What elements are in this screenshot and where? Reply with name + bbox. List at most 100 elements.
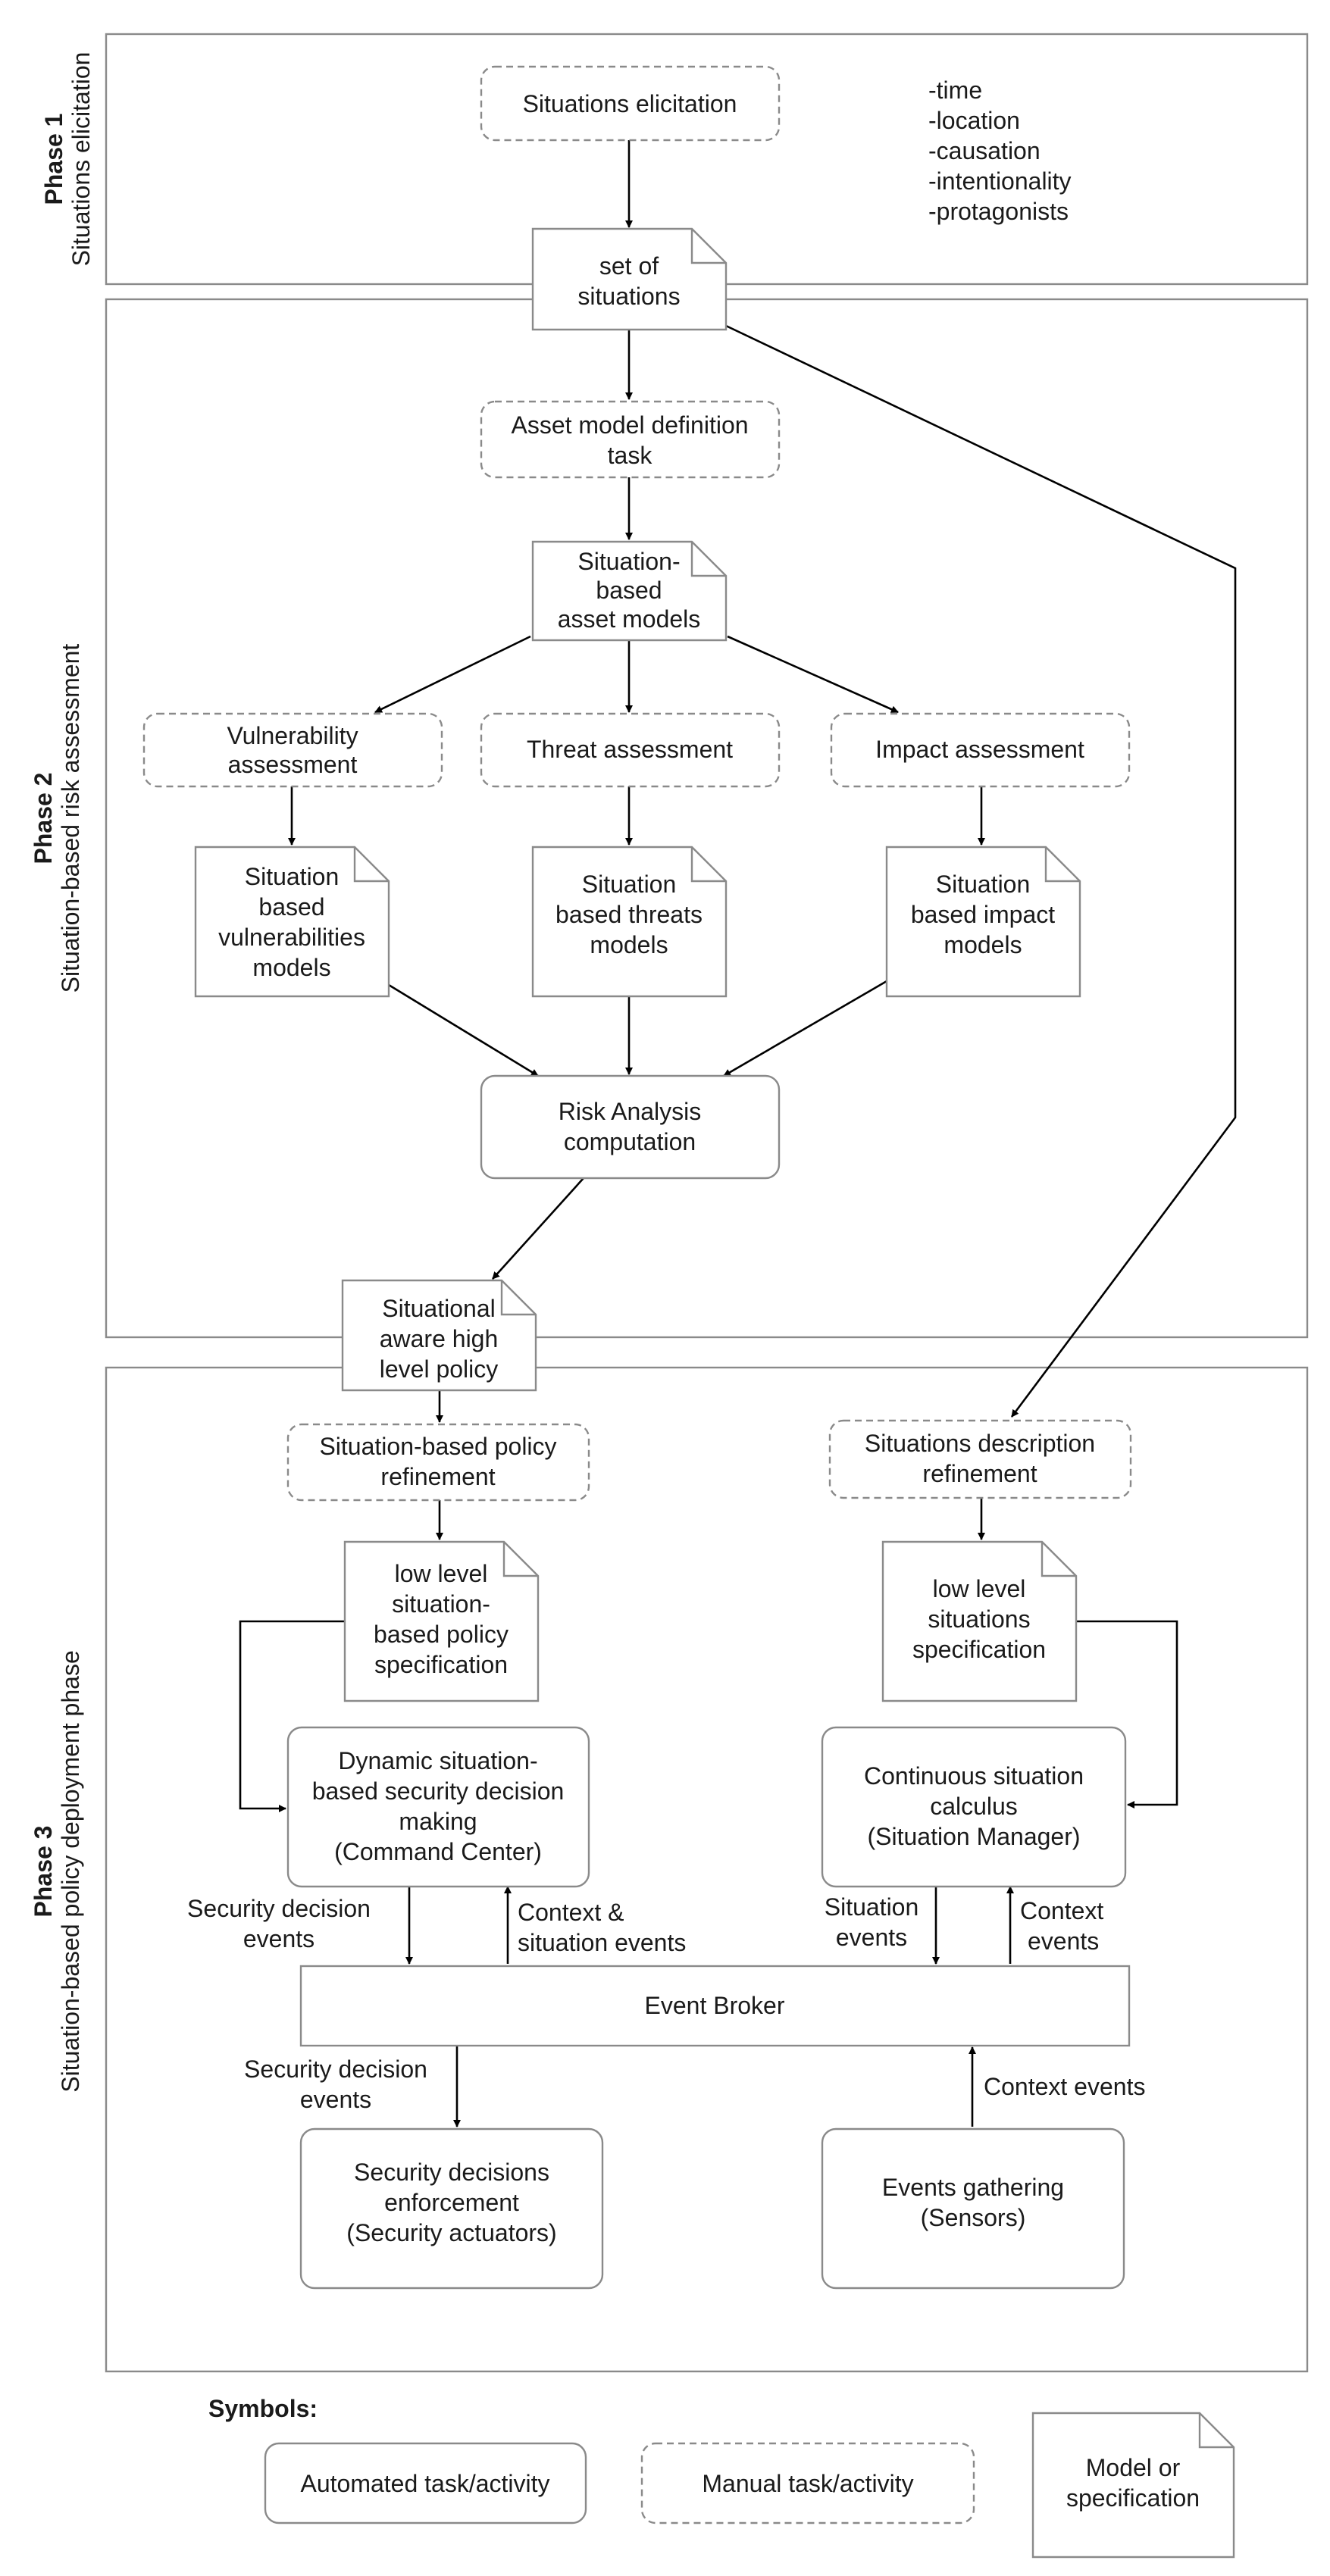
edge-label-context-events-bottom: Context events xyxy=(984,2073,1145,2100)
impact-models-doc: Situation based impact models xyxy=(885,846,1081,998)
policy-refinement-line2: refinement xyxy=(380,1463,495,1490)
legend-model-line1: Model or xyxy=(1086,2454,1181,2481)
asset-models-doc: Situation- based asset models xyxy=(531,540,728,642)
phase2-label: Phase 2 Situation-based risk assessment xyxy=(30,644,84,993)
situation-calculus-task xyxy=(821,1726,1127,1888)
legend-model-line2: specification xyxy=(1066,2484,1200,2512)
arrow-impact-models-to-risk xyxy=(723,980,887,1077)
situations-refinement-line2: refinement xyxy=(922,1460,1037,1487)
event-broker xyxy=(299,1965,1131,2047)
low-policy-line3: based policy xyxy=(374,1621,509,1648)
phase3-number: Phase 3 xyxy=(30,1826,57,1918)
threat-task-label: Threat assessment xyxy=(527,736,733,763)
policy-line2: aware high xyxy=(380,1325,499,1352)
impact-models-line3: models xyxy=(944,931,1022,958)
threat-models-line2: based threats xyxy=(555,901,703,928)
impact-models-line1: Situation xyxy=(936,871,1031,898)
calculus-line1: Continuous situation xyxy=(864,1762,1084,1790)
arrow-asset-models-to-vuln-task xyxy=(374,635,531,714)
legend-manual-box xyxy=(640,2442,975,2524)
phase2-number: Phase 2 xyxy=(30,773,57,864)
legend-automated-label: Automated task/activity xyxy=(300,2470,549,2497)
threats-models-doc: Situation based threats models xyxy=(531,846,728,998)
impact-task-label: Impact assessment xyxy=(875,736,1084,763)
impact-models-line2: based impact xyxy=(911,901,1055,928)
low-situations-line3: specification xyxy=(912,1636,1046,1663)
situations-refinement-task xyxy=(828,1419,1132,1499)
high-level-policy-doc: Situational aware high level policy xyxy=(341,1279,537,1392)
legend-manual-label: Manual task/activity xyxy=(702,2470,913,2497)
edge-label-context-situation-line2: situation events xyxy=(518,1929,686,1956)
asset-models-line3: asset models xyxy=(558,605,701,633)
vuln-task-line1: Vulnerability xyxy=(227,722,358,749)
decision-making-task xyxy=(286,1726,590,1888)
low-policy-line1: low level xyxy=(395,1560,488,1587)
asset-task-line1: Asset model definition xyxy=(511,411,748,439)
security-enforcement-task xyxy=(299,2127,604,2290)
calculus-line3: (Situation Manager) xyxy=(867,1823,1080,1850)
legend-model-doc: Model or specification xyxy=(1031,2412,1235,2559)
threat-assessment-task xyxy=(480,712,781,788)
edge-labels: Security decision events Context & situa… xyxy=(187,1893,1145,2113)
vulnerability-assessment-task xyxy=(142,712,443,788)
vulnerabilities-models-doc: Situation based vulnerabilities models xyxy=(194,846,390,998)
vuln-models-line2: based xyxy=(258,893,324,921)
threat-models-line3: models xyxy=(590,931,668,958)
legend-title: Symbols: xyxy=(208,2395,318,2422)
situations-elicitation-task xyxy=(480,65,781,142)
enforcement-line3: (Security actuators) xyxy=(346,2219,556,2246)
impact-assessment-task xyxy=(830,712,1131,788)
edge-label-context-right-line1: Context xyxy=(1020,1897,1103,1924)
situations-elicitation-label: Situations elicitation xyxy=(523,90,737,117)
dimension-time: -time xyxy=(928,77,982,104)
decision-making-line2: based security decision xyxy=(312,1777,565,1805)
edge-label-security-decision-up-line1: Security decision xyxy=(187,1895,371,1922)
policy-line3: level policy xyxy=(380,1355,499,1383)
enforcement-line1: Security decisions xyxy=(354,2159,549,2186)
policy-refinement-task xyxy=(286,1423,590,1502)
edge-label-context-situation-line1: Context & xyxy=(518,1899,624,1926)
arrow-asset-models-to-impact-task xyxy=(727,635,899,714)
situation-dimensions-list: -time -location -causation -intentionali… xyxy=(928,77,1072,225)
low-level-policy-doc: low level situation- based policy specif… xyxy=(343,1540,540,1702)
edge-label-context-right-line2: events xyxy=(1028,1927,1099,1955)
phase3-label: Phase 3 Situation-based policy deploymen… xyxy=(30,1650,84,2092)
set-of-situations-line2: situations xyxy=(577,283,680,310)
dimension-protagonists: -protagonists xyxy=(928,198,1069,225)
phase2-name: Situation-based risk assessment xyxy=(57,644,84,993)
event-broker-label: Event Broker xyxy=(645,1992,785,2019)
connectors xyxy=(239,140,1237,2127)
events-gathering-task xyxy=(821,2127,1125,2290)
arrow-low-policy-to-decision-making xyxy=(239,1620,345,1812)
vuln-models-line4: models xyxy=(252,954,330,981)
legend-automated-box xyxy=(264,2442,587,2524)
phase3-frame xyxy=(105,1366,1309,2373)
edge-label-situation-events-line1: Situation xyxy=(825,1893,919,1921)
edge-label-situation-events-line2: events xyxy=(836,1924,907,1951)
policy-refinement-line1: Situation-based policy xyxy=(319,1433,556,1460)
decision-making-line4: (Command Center) xyxy=(334,1838,542,1865)
edge-label-security-decision-down-line2: events xyxy=(300,2086,371,2113)
edge-label-security-decision-down-line1: Security decision xyxy=(244,2055,427,2083)
set-of-situations-doc: set of situations xyxy=(531,227,728,331)
low-policy-line2: situation- xyxy=(392,1590,490,1618)
gathering-line2: (Sensors) xyxy=(921,2204,1026,2231)
calculus-line2: calculus xyxy=(930,1793,1018,1820)
asset-model-definition-task xyxy=(480,400,781,479)
asset-models-line1: Situation- xyxy=(577,548,680,575)
asset-task-line2: task xyxy=(608,442,653,469)
enforcement-line2: enforcement xyxy=(384,2189,519,2216)
gathering-line1: Events gathering xyxy=(882,2174,1064,2201)
dimension-location: -location xyxy=(928,107,1020,134)
risk-analysis-computation-task xyxy=(480,1074,781,1180)
legend: Symbols: Automated task/activity Manual … xyxy=(208,2395,1235,2559)
phase1-number: Phase 1 xyxy=(40,114,67,205)
vuln-task-line2: assessment xyxy=(228,751,358,778)
dimension-intentionality: -intentionality xyxy=(928,167,1072,195)
decision-making-line3: making xyxy=(399,1808,477,1835)
policy-line1: Situational xyxy=(382,1295,495,1322)
arrow-low-situations-to-calculus xyxy=(1076,1620,1178,1809)
vuln-models-line3: vulnerabilities xyxy=(218,924,365,951)
low-policy-line4: specification xyxy=(374,1651,508,1678)
